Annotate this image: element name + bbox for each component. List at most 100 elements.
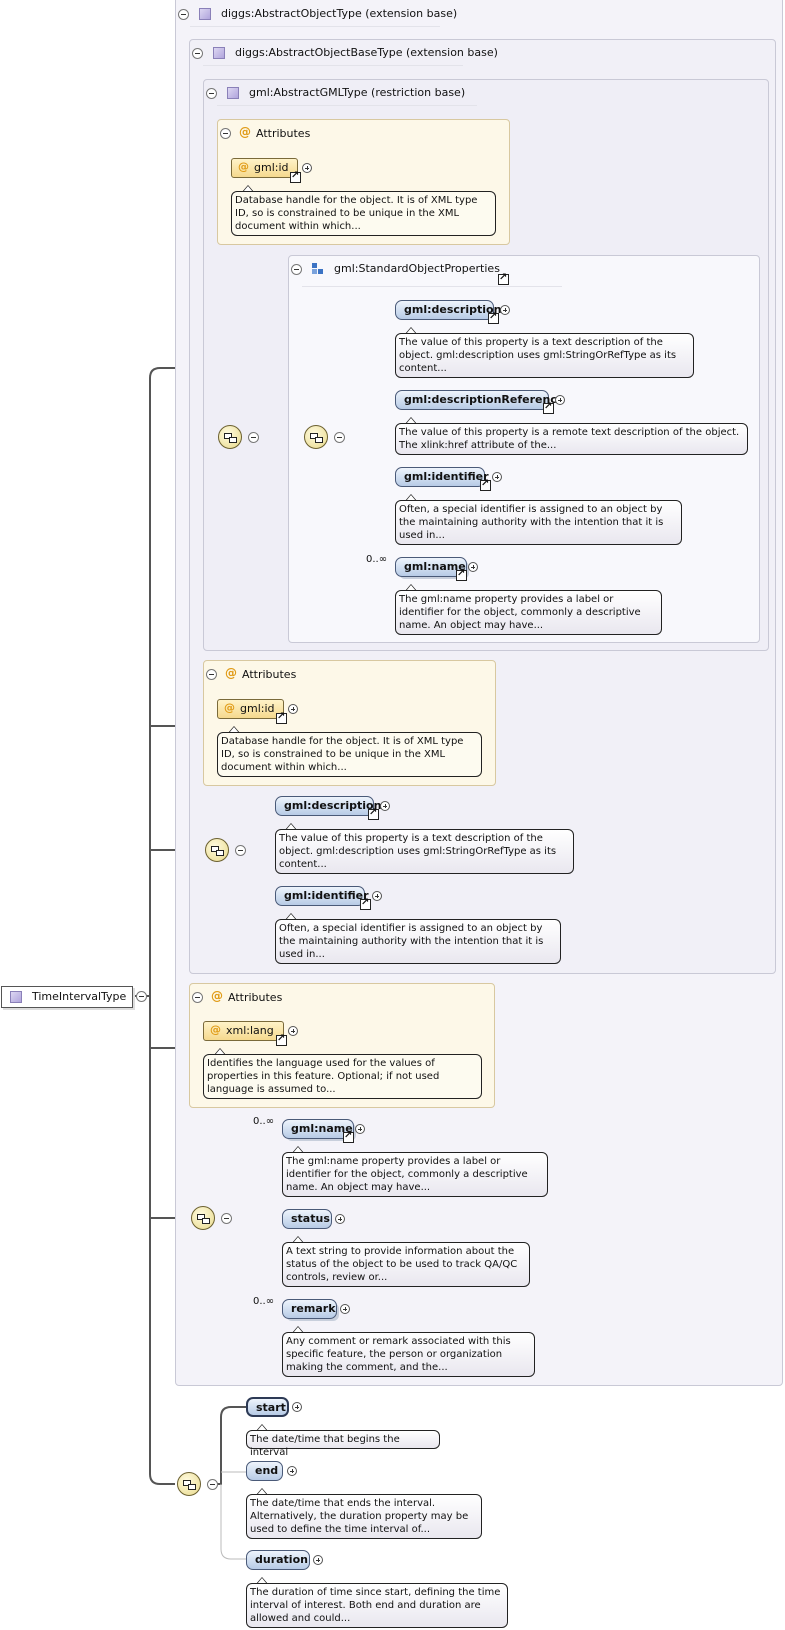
link-arrow-icon[interactable]	[480, 478, 491, 491]
expand-gml-description-button[interactable]	[500, 305, 510, 315]
end-doc: The date/time that ends the interval. Al…	[246, 1494, 482, 1539]
link-arrow-icon[interactable]	[290, 170, 301, 183]
expand-remark-button[interactable]	[340, 1304, 350, 1314]
collapse-standard-object-properties-button[interactable]	[291, 264, 302, 275]
xml-lang-attribute[interactable]: @xml:lang	[203, 1021, 284, 1041]
divider	[203, 65, 463, 66]
expand-gml-identifier-button[interactable]	[372, 891, 382, 901]
sequence-compositor-icon[interactable]	[191, 1206, 215, 1230]
duration-doc: The duration of time since start, defini…	[246, 1583, 508, 1628]
gml-name-element[interactable]: gml:name	[282, 1119, 354, 1139]
gml-name-doc: The gml:name property provides a label o…	[395, 590, 662, 635]
callout-tail	[405, 417, 417, 424]
end-element[interactable]: end	[246, 1461, 283, 1481]
gml-name-element[interactable]: gml:name	[395, 557, 467, 577]
attributes-title: Attributes	[228, 991, 283, 1004]
collapse-abstract-gml-button[interactable]	[206, 88, 217, 99]
complex-type-icon	[199, 8, 211, 20]
standard-object-properties-title: gml:StandardObjectProperties	[334, 262, 500, 275]
callout-tail	[292, 1236, 304, 1243]
callout-tail	[285, 823, 297, 830]
link-arrow-icon[interactable]	[368, 807, 379, 820]
collapse-sequence-button[interactable]	[221, 1213, 232, 1224]
gml-name-doc: The gml:name property provides a label o…	[282, 1152, 548, 1197]
xml-lang-doc: Identifies the language used for the val…	[203, 1054, 482, 1099]
remark-element[interactable]: remark	[282, 1299, 337, 1319]
gml-description-reference-element[interactable]: gml:descriptionReference	[395, 390, 564, 410]
gml-description-doc: The value of this property is a text des…	[275, 829, 574, 874]
gml-id-label: gml:id	[254, 161, 289, 174]
abstract-object-base-type-title: diggs:AbstractObjectBaseType (extension …	[235, 46, 498, 59]
collapse-sequence-button[interactable]	[334, 432, 345, 443]
expand-start-button[interactable]	[292, 1402, 302, 1412]
link-arrow-icon[interactable]	[488, 311, 499, 324]
gml-description-element[interactable]: gml:description	[395, 300, 501, 320]
expand-gml-name-button[interactable]	[468, 562, 478, 572]
link-arrow-icon[interactable]	[498, 272, 509, 285]
gml-id-attribute[interactable]: @gml:id	[217, 699, 284, 719]
attributes-title: Attributes	[256, 127, 311, 140]
collapse-attributes-button[interactable]	[206, 669, 217, 680]
gml-id-attribute[interactable]: @ gml:id	[231, 158, 298, 178]
gml-identifier-element[interactable]: gml:identifier	[395, 467, 489, 487]
collapse-abstract-object-button[interactable]	[178, 9, 189, 20]
attribute-icon: @	[238, 160, 249, 173]
link-arrow-icon[interactable]	[276, 1033, 287, 1046]
callout-tail	[256, 1488, 268, 1495]
abstract-gml-type-title: gml:AbstractGMLType (restriction base)	[249, 86, 466, 99]
start-element[interactable]: start	[246, 1397, 289, 1417]
collapse-attributes-button[interactable]	[192, 992, 203, 1003]
divider	[190, 26, 440, 27]
expand-gml-id-button[interactable]	[302, 163, 312, 173]
callout-tail	[256, 1577, 268, 1584]
link-arrow-icon[interactable]	[276, 711, 287, 724]
link-arrow-icon[interactable]	[360, 897, 371, 910]
status-element[interactable]: status	[282, 1209, 332, 1229]
gml-id-doc: Database handle for the object. It is of…	[231, 191, 496, 236]
gml-identifier-element[interactable]: gml:identifier	[275, 886, 369, 906]
callout-tail	[405, 494, 417, 501]
expand-end-button[interactable]	[287, 1466, 297, 1476]
callout-tail	[285, 913, 297, 920]
gml-identifier-doc: Often, a special identifier is assigned …	[275, 919, 561, 964]
link-arrow-icon[interactable]	[543, 401, 554, 414]
sequence-compositor-icon[interactable]	[304, 425, 328, 449]
expand-gml-identifier-button[interactable]	[492, 472, 502, 482]
attributes-title: Attributes	[242, 668, 297, 681]
expand-gml-name-button[interactable]	[355, 1124, 365, 1134]
callout-tail	[292, 1326, 304, 1333]
time-interval-type-root[interactable]: TimeIntervalType	[1, 986, 133, 1008]
attribute-icon: @	[211, 989, 223, 1003]
callout-tail	[292, 1146, 304, 1153]
sequence-compositor-icon[interactable]	[218, 425, 242, 449]
expand-gml-description-reference-button[interactable]	[555, 395, 565, 405]
divider	[217, 105, 477, 106]
expand-gml-id-button[interactable]	[288, 704, 298, 714]
gml-id-doc: Database handle for the object. It is of…	[217, 732, 482, 777]
collapse-sequence-button[interactable]	[248, 432, 259, 443]
expand-duration-button[interactable]	[313, 1555, 323, 1565]
attribute-icon: @	[224, 701, 235, 714]
collapse-sequence-button[interactable]	[207, 1479, 218, 1490]
collapse-sequence-button[interactable]	[235, 845, 246, 856]
collapse-attributes-button[interactable]	[220, 128, 231, 139]
gml-description-reference-doc: The value of this property is a remote t…	[395, 423, 748, 455]
expand-xml-lang-button[interactable]	[288, 1026, 298, 1036]
collapse-root-button[interactable]	[136, 991, 147, 1002]
duration-element[interactable]: duration	[246, 1550, 310, 1570]
attribute-icon: @	[210, 1023, 221, 1036]
expand-status-button[interactable]	[335, 1214, 345, 1224]
link-arrow-icon[interactable]	[343, 1130, 354, 1143]
start-doc: The date/time that begins the interval	[246, 1430, 440, 1458]
expand-gml-description-button[interactable]	[380, 801, 390, 811]
divider	[302, 286, 562, 287]
occurrence-label: 0..∞	[253, 1296, 275, 1307]
callout-tail	[228, 726, 240, 733]
gml-identifier-doc: Often, a special identifier is assigned …	[395, 500, 682, 545]
link-arrow-icon[interactable]	[456, 568, 467, 581]
sequence-compositor-icon[interactable]	[205, 838, 229, 862]
group-icon	[312, 263, 324, 275]
collapse-abstract-object-base-button[interactable]	[192, 48, 203, 59]
sequence-compositor-icon[interactable]	[177, 1472, 201, 1496]
gml-description-element[interactable]: gml:description	[275, 796, 381, 816]
